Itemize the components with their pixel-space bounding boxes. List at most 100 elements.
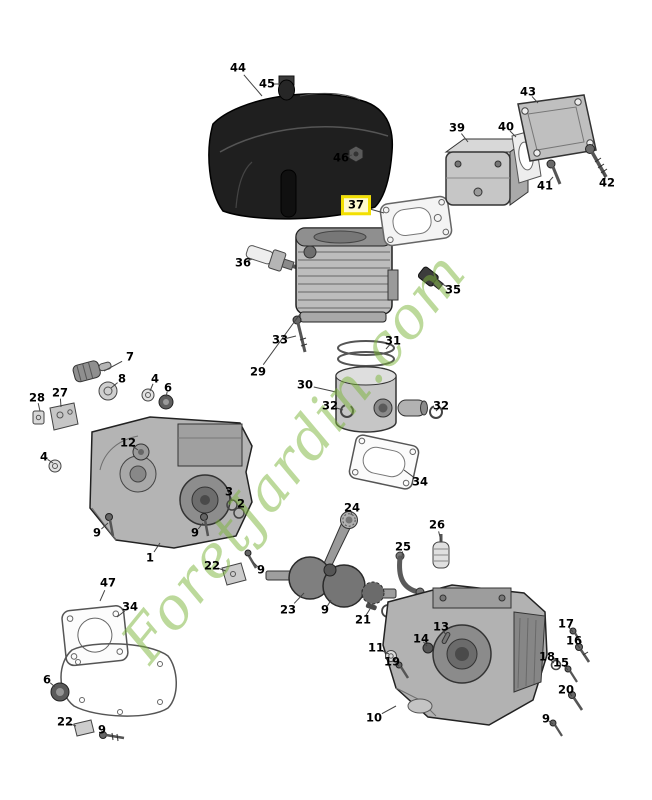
oil-seal-upper — [158, 394, 174, 410]
cylinder-bolt — [292, 315, 308, 353]
part-label-36[interactable]: 36 — [234, 255, 252, 270]
leader-lines — [37, 74, 606, 734]
part-label-7[interactable]: 7 — [125, 349, 135, 364]
washer-4-upper — [141, 388, 155, 402]
part-label-18[interactable]: 18 — [538, 649, 556, 664]
piston-rings — [337, 340, 395, 367]
cylinder — [295, 227, 399, 323]
part-label-9[interactable]: 9 — [97, 722, 107, 737]
circlip-left — [340, 404, 354, 418]
part-label-10[interactable]: 10 — [365, 710, 383, 725]
part-label-20[interactable]: 20 — [557, 682, 575, 697]
part-label-9[interactable]: 9 — [190, 525, 200, 540]
part-label-19[interactable]: 19 — [383, 654, 401, 669]
screw-9-bottom — [99, 731, 125, 742]
part-label-1[interactable]: 1 — [145, 550, 155, 565]
circlip-right — [429, 405, 443, 419]
part-label-47[interactable]: 47 — [99, 575, 117, 590]
oil-seal-lower — [50, 682, 70, 702]
part-label-13[interactable]: 13 — [432, 619, 450, 634]
crankcase-right-body — [382, 584, 548, 726]
part-label-32[interactable]: 32 — [321, 398, 339, 413]
part-label-12[interactable]: 12 — [119, 435, 137, 450]
part-label-42[interactable]: 42 — [598, 175, 616, 190]
spark-plug — [245, 245, 300, 272]
part-label-23[interactable]: 23 — [279, 602, 297, 617]
part-label-2[interactable]: 2 — [236, 496, 246, 511]
part-label-9[interactable]: 9 — [92, 525, 102, 540]
part-label-37[interactable]: 37 — [340, 195, 372, 215]
cylinder-gasket — [379, 195, 453, 247]
gear-12 — [132, 443, 150, 461]
part-label-32[interactable]: 32 — [432, 398, 450, 413]
oil-line — [395, 551, 425, 597]
catcher-screw — [244, 549, 258, 569]
part-label-21[interactable]: 21 — [354, 612, 372, 627]
part-label-11[interactable]: 11 — [367, 640, 385, 655]
screw-9-right — [549, 719, 563, 737]
screw-17 — [569, 627, 582, 644]
part-label-30[interactable]: 30 — [296, 377, 314, 392]
plug-14 — [422, 642, 434, 654]
part-label-15[interactable]: 15 — [552, 655, 570, 670]
part-label-24[interactable]: 24 — [343, 500, 361, 515]
cover-plate — [517, 94, 597, 162]
case-screw-left-b — [200, 513, 210, 537]
part-label-25[interactable]: 25 — [394, 539, 412, 554]
part-label-28[interactable]: 28 — [28, 390, 46, 405]
part-label-44[interactable]: 44 — [229, 60, 247, 75]
part-label-31[interactable]: 31 — [384, 333, 402, 348]
part-label-43[interactable]: 43 — [519, 84, 537, 99]
part-label-6[interactable]: 6 — [163, 380, 173, 395]
needle-bearing — [340, 511, 358, 529]
pin-13 — [441, 631, 451, 645]
bracket-22-lower — [73, 719, 95, 737]
part-label-6[interactable]: 6 — [42, 672, 52, 687]
crankshaft — [265, 519, 397, 618]
screw-15 — [564, 665, 578, 683]
part-label-4[interactable]: 4 — [150, 371, 160, 386]
chain-catcher — [221, 562, 247, 586]
part-label-40[interactable]: 40 — [497, 119, 515, 134]
part-label-8[interactable]: 8 — [117, 371, 127, 386]
part-label-3[interactable]: 3 — [224, 484, 234, 499]
part-label-45[interactable]: 45 — [258, 76, 276, 91]
part-label-22[interactable]: 22 — [203, 558, 221, 573]
washer-4-lower — [48, 459, 62, 473]
part-label-27[interactable]: 27 — [51, 385, 69, 400]
washer-18 — [550, 659, 562, 671]
wrist-pin — [397, 399, 428, 417]
oil-strainer — [432, 534, 450, 569]
part-label-33[interactable]: 33 — [271, 332, 289, 347]
collar-nut — [348, 145, 364, 163]
part-label-9[interactable]: 9 — [320, 602, 330, 617]
part-label-9[interactable]: 9 — [541, 711, 551, 726]
bracket-27 — [49, 402, 79, 431]
part-label-22[interactable]: 22 — [56, 714, 74, 729]
bracket-28 — [32, 410, 45, 425]
part-label-41[interactable]: 41 — [536, 178, 554, 193]
part-label-29[interactable]: 29 — [249, 364, 267, 379]
part-label-4[interactable]: 4 — [39, 449, 49, 464]
part-label-14[interactable]: 14 — [412, 631, 430, 646]
case-screw-left-a — [105, 513, 115, 537]
decompression-valve — [417, 266, 444, 290]
engine-cover — [208, 92, 394, 220]
gasket-set — [60, 605, 177, 717]
part-label-26[interactable]: 26 — [428, 517, 446, 532]
crankcase-left-body — [89, 416, 253, 549]
cover-plug — [278, 75, 295, 101]
part-label-34[interactable]: 34 — [121, 599, 139, 614]
screw-20 — [568, 691, 584, 711]
part-label-39[interactable]: 39 — [448, 120, 466, 135]
part-label-16[interactable]: 16 — [565, 633, 583, 648]
part-label-35[interactable]: 35 — [444, 282, 462, 297]
part-label-17[interactable]: 17 — [557, 616, 575, 631]
oil-pump-worm — [72, 360, 112, 383]
base-gasket — [348, 434, 420, 490]
part-label-46[interactable]: 46 — [332, 150, 350, 165]
part-label-9[interactable]: 9 — [256, 562, 266, 577]
part-label-34[interactable]: 34 — [411, 474, 429, 489]
